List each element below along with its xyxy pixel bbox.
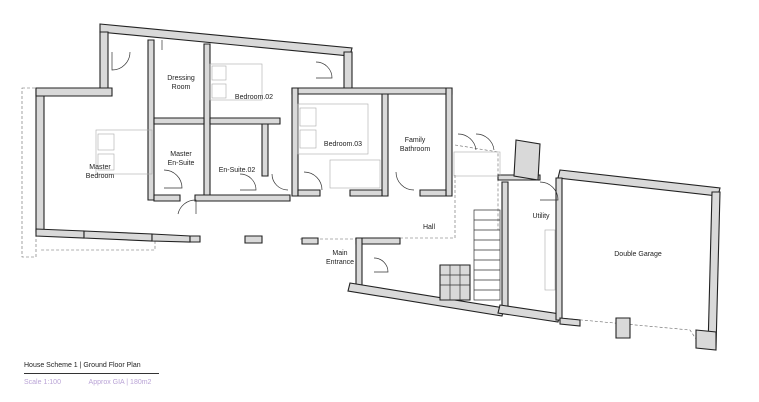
room-label-ensuite-02: En-Suite.02 <box>219 167 256 174</box>
house-walls <box>35 23 721 351</box>
room-label-double-garage: Double Garage <box>614 251 662 258</box>
scale-text: Scale 1:100 <box>24 379 61 386</box>
room-label-utility: Utility <box>532 213 550 220</box>
area-text: Approx GIA | 180m2 <box>88 379 152 386</box>
room-label-bedroom-03: Bedroom.03 <box>324 141 362 148</box>
room-label-hall: Hall <box>423 224 436 231</box>
dashed-outline <box>21 87 703 349</box>
doors <box>111 40 559 273</box>
stairs <box>440 209 501 301</box>
room-label-bedroom-02: Bedroom.02 <box>235 94 273 101</box>
plan-meta: Scale 1:100 Approx GIA | 180m2 <box>24 379 177 386</box>
plan-title: House Scheme 1 | Ground Floor Plan <box>24 362 159 374</box>
furniture <box>95 63 556 291</box>
